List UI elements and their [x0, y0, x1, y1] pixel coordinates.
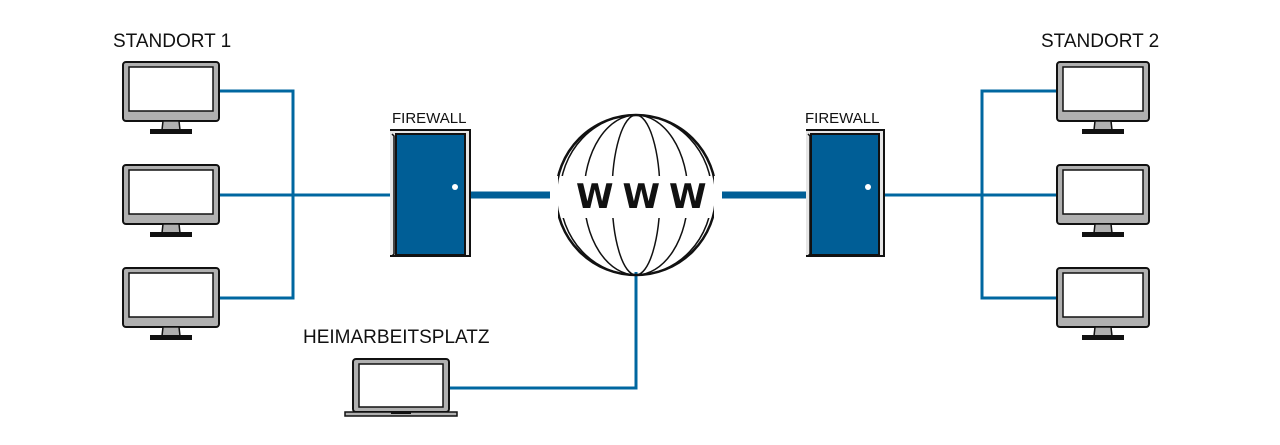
laptop-icon	[344, 358, 458, 417]
firewall-2-label: FIREWALL	[805, 110, 880, 127]
monitor-icon	[122, 61, 220, 134]
www-label: WWW	[576, 177, 716, 217]
home-office-label: HEIMARBEITSPLATZ	[303, 327, 490, 348]
firewall-1-label: FIREWALL	[392, 110, 467, 127]
firewall-door-icon	[806, 129, 885, 257]
firewall-door-icon	[390, 129, 471, 257]
monitor-icon	[1056, 61, 1150, 134]
site-1-wiring	[219, 89, 390, 300]
globe-icon	[550, 113, 722, 277]
monitor-icon	[1056, 164, 1150, 237]
site-2-wiring	[884, 89, 1058, 300]
monitor-icon	[122, 267, 220, 340]
monitor-icon	[122, 164, 220, 237]
site-1-label: STANDORT 1	[113, 31, 232, 52]
monitor-icon	[1056, 267, 1150, 340]
link-home-office-www	[449, 272, 638, 390]
site-2-label: STANDORT 2	[1041, 31, 1160, 52]
